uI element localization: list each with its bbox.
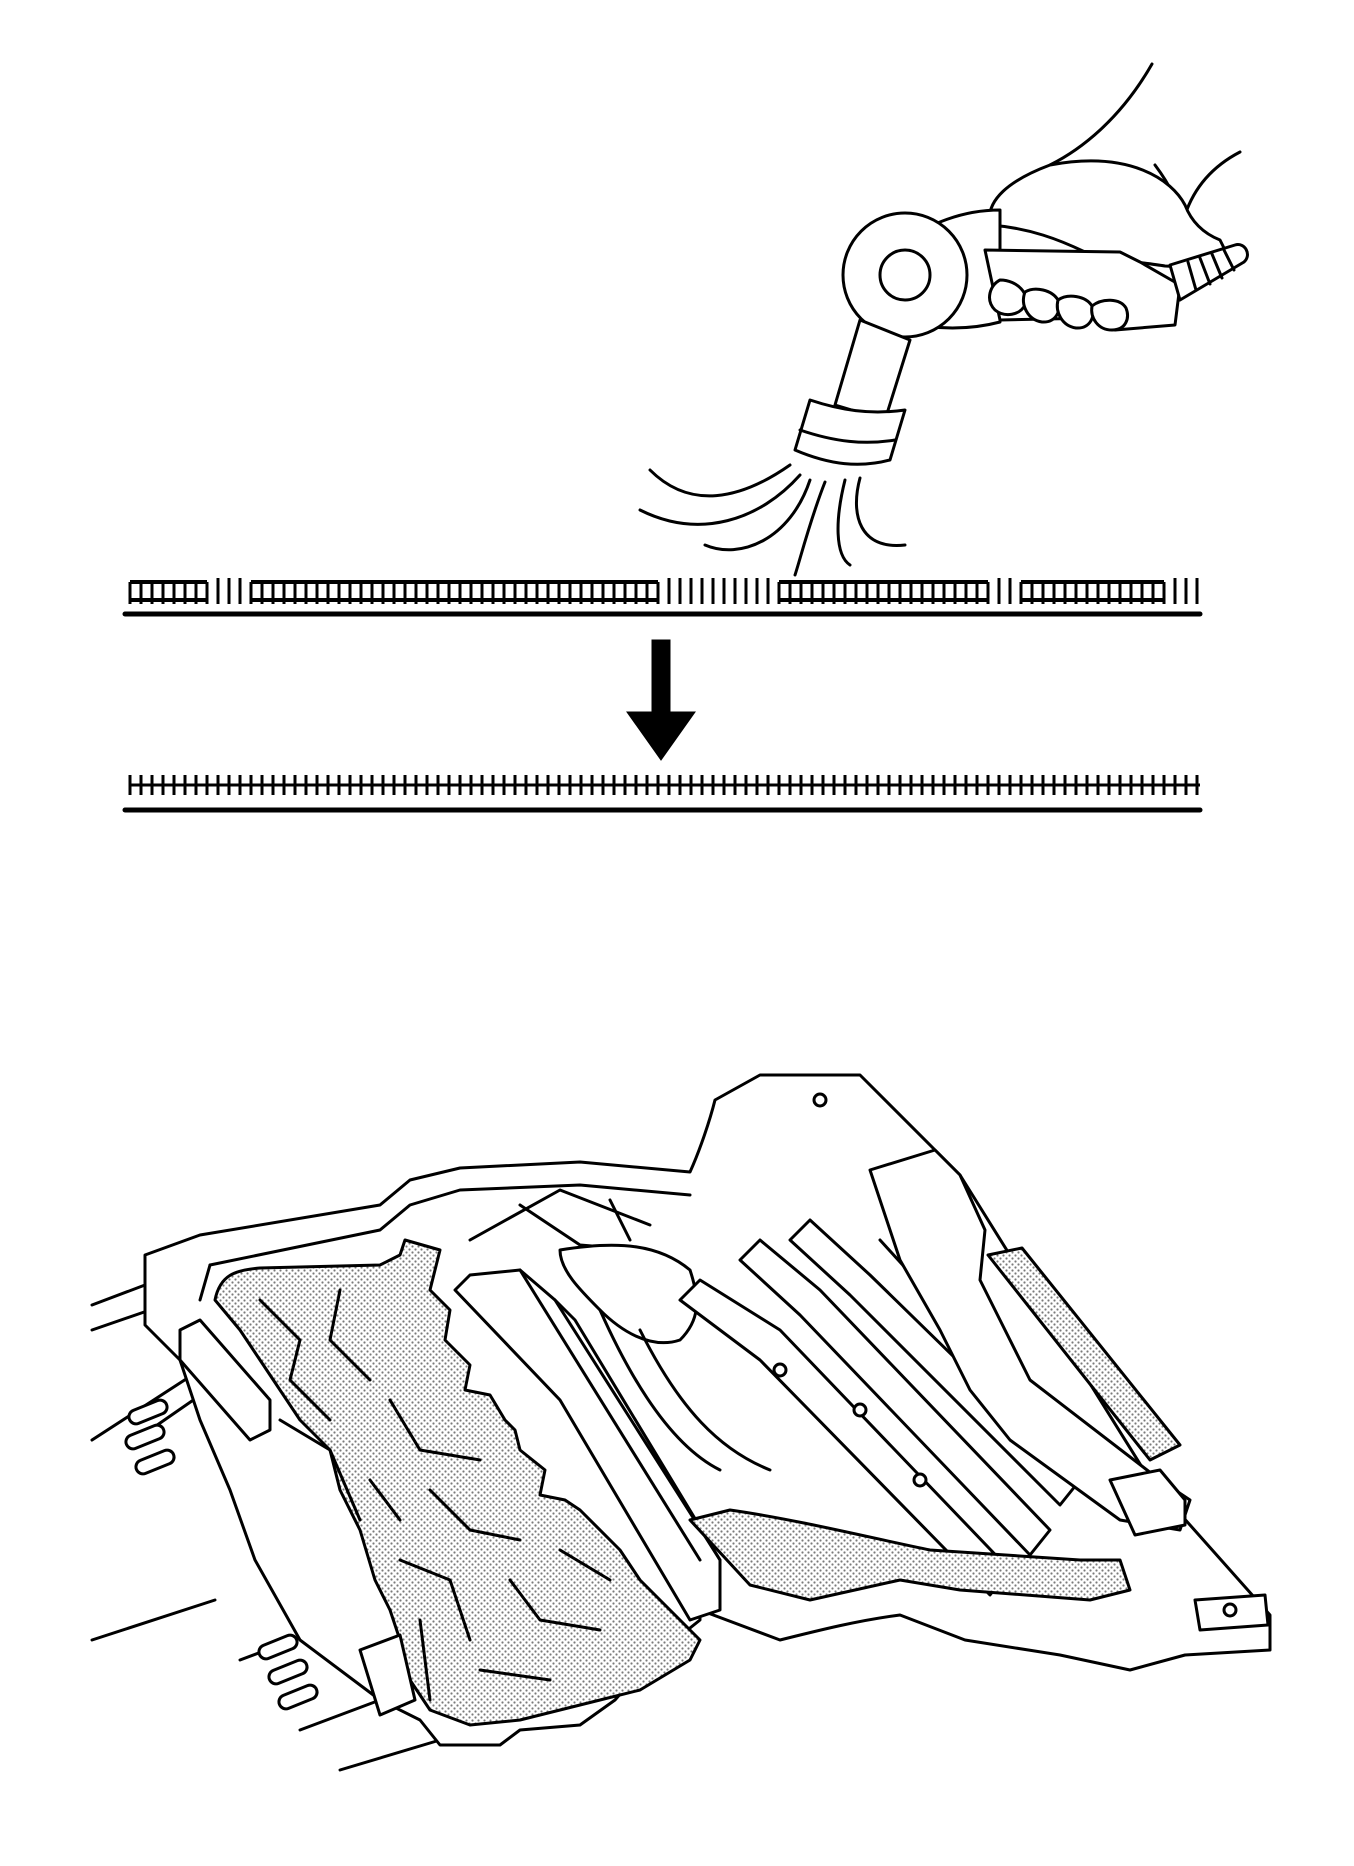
panel-before (122, 578, 1203, 617)
floor-pan-illustration (90, 1073, 1272, 1772)
coating-layer-after (128, 775, 1200, 795)
coating-layer-before (128, 578, 1199, 604)
arrow-down-icon (626, 639, 696, 761)
panel-after (122, 775, 1203, 813)
heat-gun-icon (638, 62, 1249, 577)
